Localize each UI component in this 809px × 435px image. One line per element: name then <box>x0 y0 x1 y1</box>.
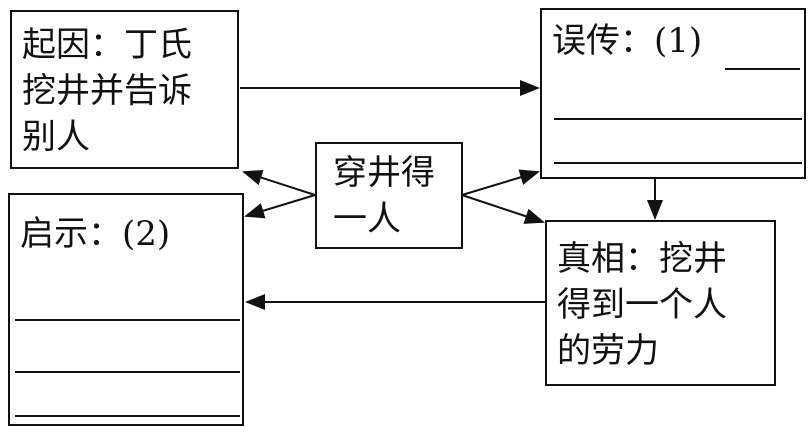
truth-line-1: 真相：挖井 <box>557 239 727 279</box>
answer-blank-2b <box>15 371 240 373</box>
center-box: 穿井得 一人 <box>315 142 463 249</box>
center-line-2: 一人 <box>333 199 401 239</box>
arrow-center-to-truth <box>461 194 545 224</box>
arrow-center-to-lesson <box>244 194 316 219</box>
answer-blank-1c <box>554 162 802 164</box>
misreport-label: 误传：(1) <box>552 21 703 61</box>
cause-line-2: 挖井并告诉 <box>22 71 192 111</box>
lesson-box: 启示：(2) <box>8 193 244 426</box>
answer-blank-2a <box>15 319 240 321</box>
arrow-center-to-cause <box>242 169 316 196</box>
truth-box: 真相：挖井 得到一个人 的劳力 <box>545 220 776 386</box>
lesson-label: 启示：(2) <box>20 214 171 254</box>
answer-blank-1b <box>554 118 802 120</box>
answer-blank-2c <box>15 415 240 417</box>
truth-line-3: 的劳力 <box>557 331 659 371</box>
answer-blank-1a <box>725 68 800 70</box>
cause-box: 起因：丁氏 挖井并告诉 别人 <box>10 10 239 169</box>
cause-line-3: 别人 <box>22 117 90 157</box>
truth-line-2: 得到一个人 <box>557 285 727 325</box>
center-line-1: 穿井得 <box>333 153 435 193</box>
cause-line-1: 起因：丁氏 <box>22 25 192 65</box>
misreport-box: 误传：(1) <box>540 8 806 179</box>
arrow-center-to-misreport <box>461 169 540 196</box>
